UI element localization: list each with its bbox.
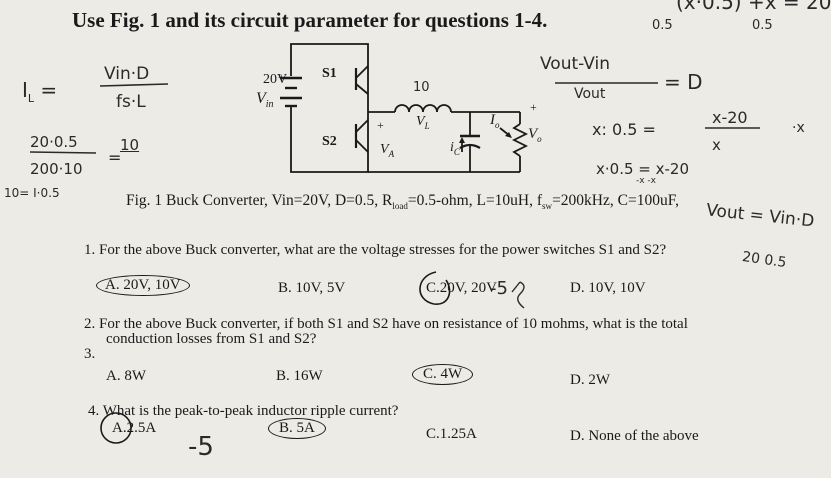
question-4: 4. What is the peak-to-peak inductor rip… bbox=[88, 403, 399, 419]
ic-label: iC bbox=[450, 140, 460, 157]
handwritten-calc-numerator: 20·0.5 bbox=[30, 133, 78, 151]
handwritten-eqn-rhs: = D bbox=[664, 70, 703, 94]
question-2: 2. For the above Buck converter, if both… bbox=[84, 316, 688, 332]
page-title: Use Fig. 1 and its circuit parameter for… bbox=[72, 8, 548, 32]
question-1: 1. For the above Buck converter, what ar… bbox=[84, 242, 667, 258]
handwritten-x-numerator: x-20 bbox=[712, 108, 748, 127]
q1-option-c[interactable]: C.20V, 20V bbox=[426, 280, 497, 296]
q1-option-d[interactable]: D. 10V, 10V bbox=[570, 280, 646, 296]
vo-plus-sign: + bbox=[530, 100, 537, 114]
handwritten-calc-result: 10 bbox=[120, 136, 140, 154]
handwritten-x-line2-sub: -x -x bbox=[636, 176, 657, 186]
q2-option-d[interactable]: D. 2W bbox=[570, 372, 610, 388]
q1-handwritten-mark: -5 bbox=[490, 278, 508, 299]
handwritten-il-denominator: fs·L bbox=[116, 92, 146, 112]
va-label: VA bbox=[380, 142, 395, 159]
q2-option-c[interactable]: C. 4W bbox=[412, 364, 474, 385]
switch-s2-label: S2 bbox=[322, 134, 337, 149]
handwritten-x-line2: x·0.5 = x-20 bbox=[596, 160, 689, 178]
handwritten-il-numerator: Vin·D bbox=[104, 64, 150, 84]
handwritten-subscript: 0.5 bbox=[752, 18, 773, 33]
handwritten-calc-denominator: 200·10 bbox=[30, 160, 83, 178]
vin-label: Vin bbox=[256, 90, 274, 111]
switch-s1-label: S1 bbox=[322, 66, 337, 81]
handwritten-subscript: 0.5 bbox=[652, 18, 673, 33]
q4-option-c[interactable]: C.1.25A bbox=[426, 426, 477, 442]
handwritten-il: IL = bbox=[22, 78, 58, 105]
handwritten-eqn-denominator: Vout bbox=[574, 86, 606, 102]
io-label: Io bbox=[490, 112, 500, 130]
q1-option-a[interactable]: A. 20V, 10V bbox=[96, 275, 190, 296]
question-3-number: 3. bbox=[84, 346, 96, 362]
figure-caption: Fig. 1 Buck Converter, Vin=20V, D=0.5, R… bbox=[126, 192, 679, 212]
q4-option-a[interactable]: A.2.5A bbox=[112, 420, 157, 436]
handwritten-calc-eq: = bbox=[108, 148, 122, 167]
source-plus-sign: + bbox=[278, 70, 285, 84]
q1-option-b[interactable]: B. 10V, 5V bbox=[278, 280, 346, 296]
q2-option-a[interactable]: A. 8W bbox=[106, 368, 146, 384]
handwritten-x-denominator: x bbox=[712, 136, 721, 154]
q4-handwritten-mark: -5 bbox=[188, 432, 214, 462]
q2-option-b[interactable]: B. 16W bbox=[276, 368, 323, 384]
source-voltage-label: 20V bbox=[263, 72, 288, 87]
handwritten-eqn-numerator: Vout-Vin bbox=[540, 54, 611, 74]
q4-option-d[interactable]: D. None of the above bbox=[570, 428, 699, 444]
q4-option-b[interactable]: B. 5A bbox=[268, 418, 326, 439]
inductor-value: 10 bbox=[413, 80, 430, 95]
question-2-line2: conduction losses from S1 and S2? bbox=[106, 331, 317, 347]
handwritten-x-dot: ·x bbox=[792, 120, 805, 136]
handwritten-equation-top: (x·0.5) +x = 20 bbox=[676, 0, 831, 14]
handwritten-x-lhs: x: 0.5 = bbox=[592, 120, 656, 139]
handwritten-ten-eq: 10= I·0.5 bbox=[4, 186, 60, 200]
vl-label: VL bbox=[416, 114, 430, 131]
va-plus-sign: + bbox=[377, 118, 384, 132]
vo-label: Vo bbox=[528, 126, 542, 144]
